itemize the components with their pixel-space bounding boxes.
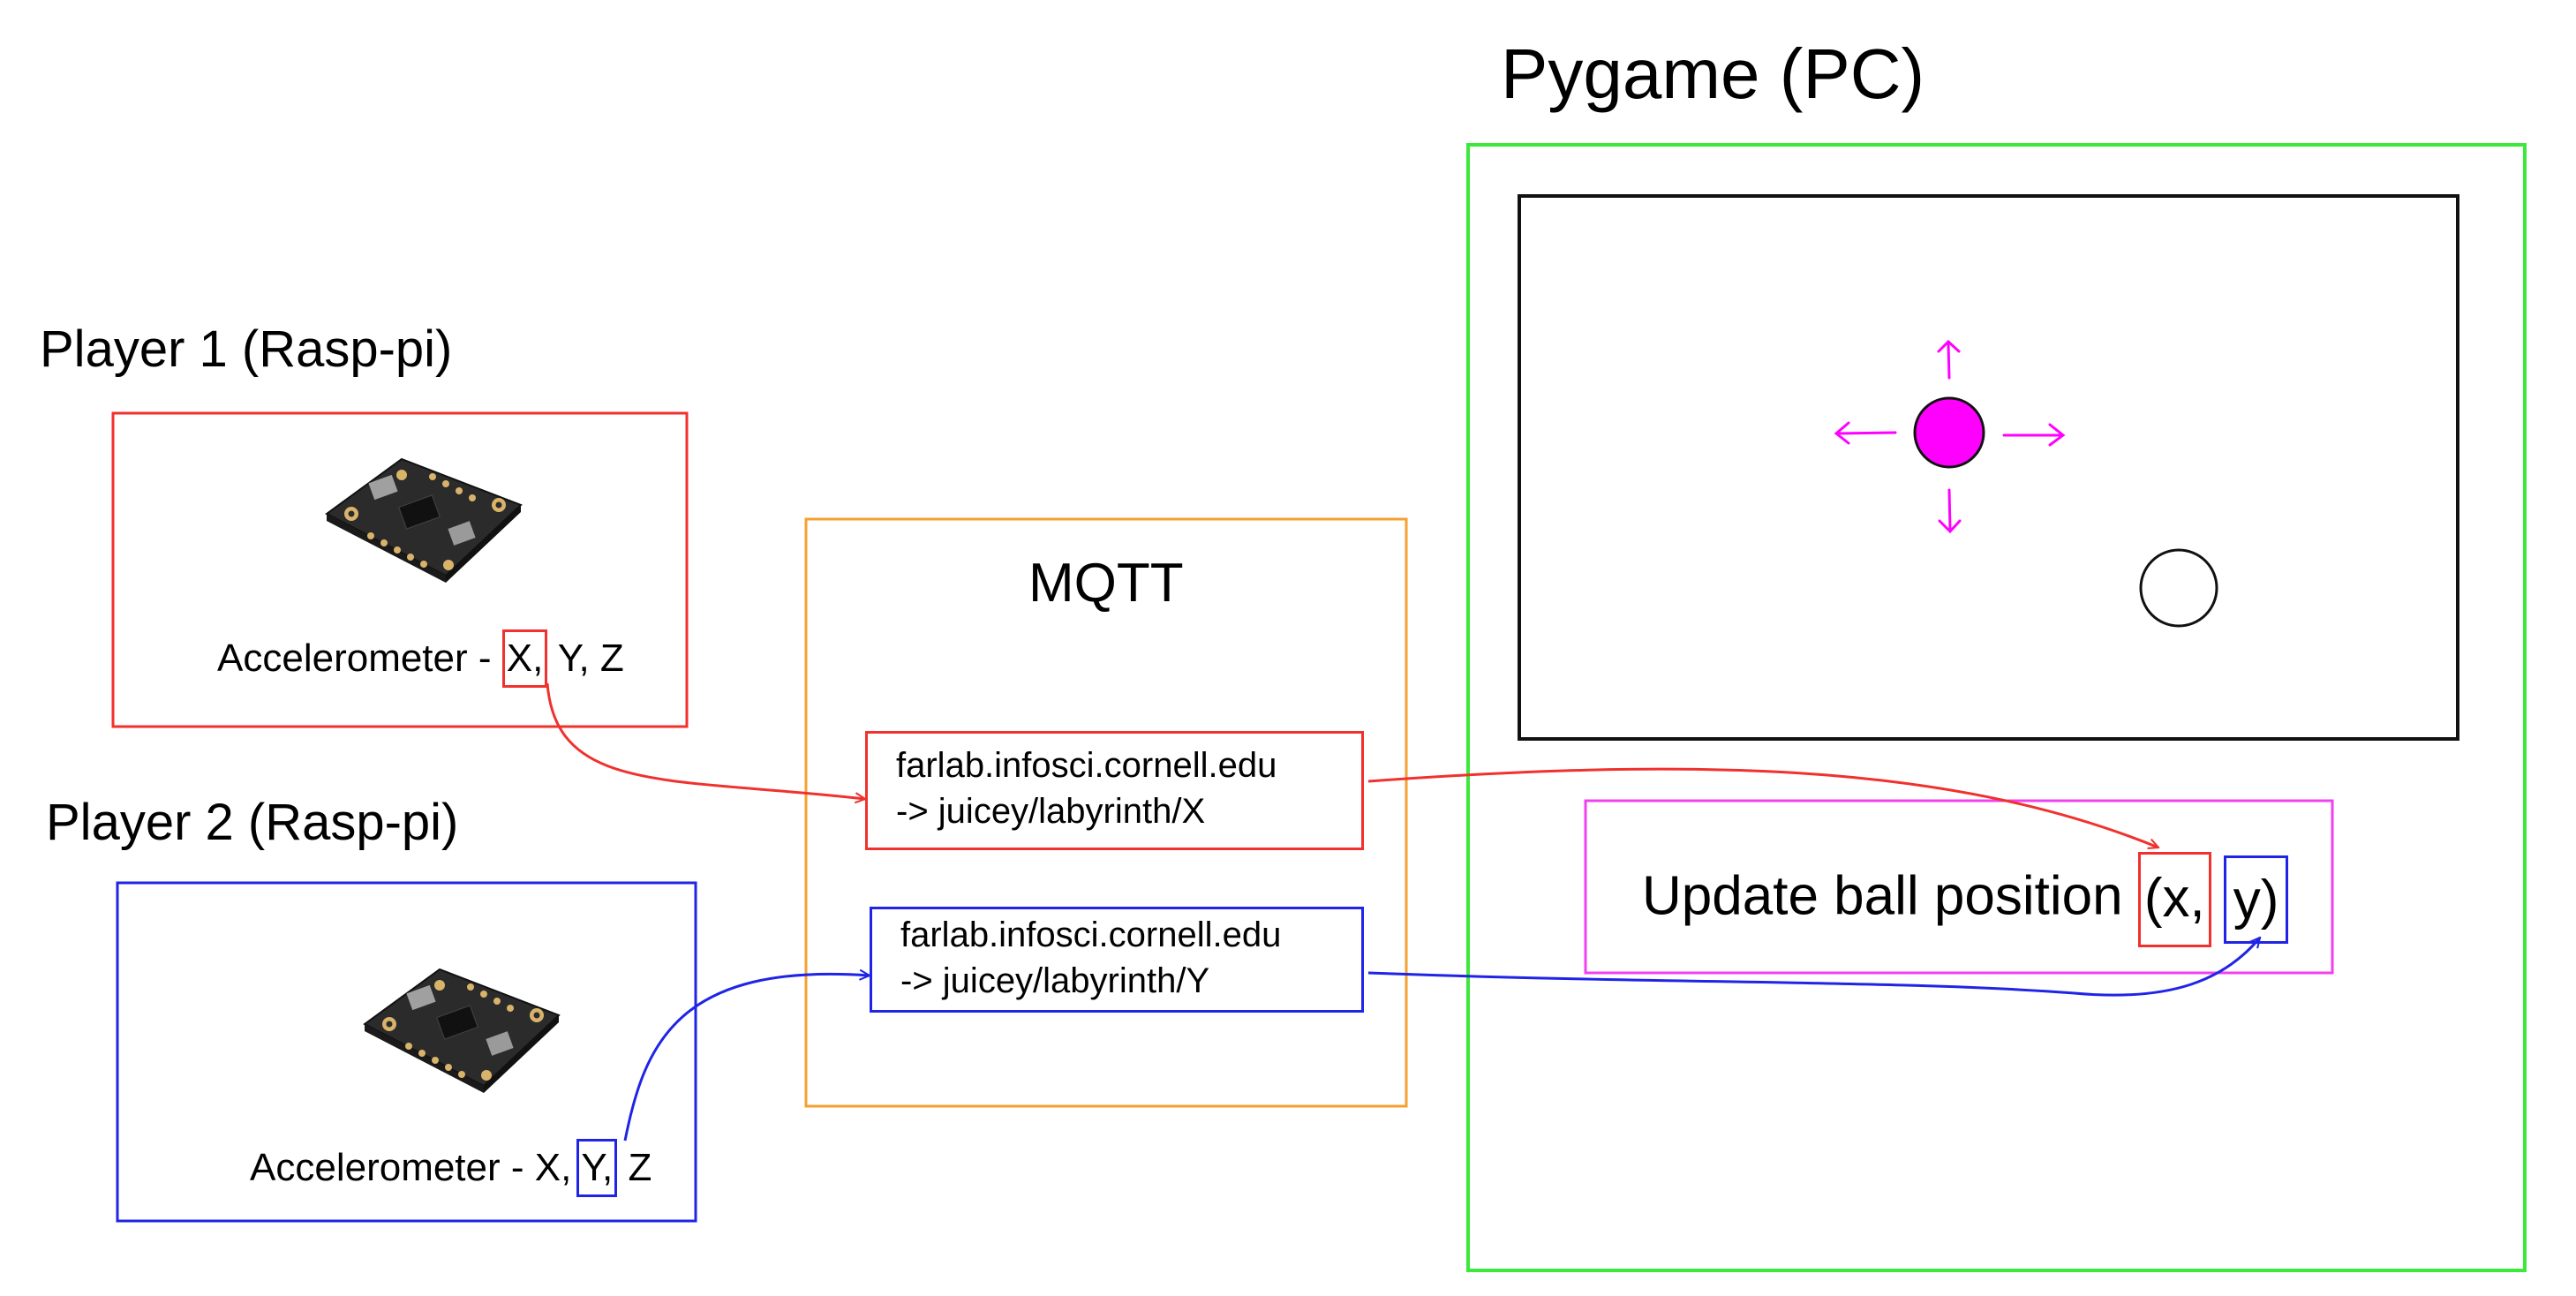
player2-accelerometer-label: Accelerometer - X,Y, Z: [250, 1139, 652, 1197]
arrow-left-icon: [1834, 421, 1897, 445]
mqtt-title: MQTT: [1028, 553, 1184, 614]
pygame-box: [1466, 143, 2527, 1272]
update-text: Update ball position: [1642, 865, 2138, 927]
game-window: [1518, 194, 2459, 741]
topic-x-host: farlab.infosci.cornell.edu: [896, 746, 1277, 785]
axis-y-highlight: Y,: [576, 1139, 618, 1197]
mqtt-topic-y: farlab.infosci.cornell.edu -> juicey/lab…: [870, 907, 1364, 1013]
accelerometer-prefix: Accelerometer -: [217, 637, 502, 680]
axis-z: Z: [617, 1146, 652, 1189]
arrow-right-icon: [2002, 423, 2066, 447]
connector-mqtt-y-to-pygame: [1367, 938, 2260, 997]
player1-accelerometer-label: Accelerometer - X, Y, Z: [217, 629, 624, 688]
player1-title: Player 1 (Rasp-pi): [40, 320, 453, 378]
connector-p1-x-to-mqtt: [546, 682, 865, 799]
arrow-up-icon: [1937, 339, 1961, 380]
mqtt-topic-x: farlab.infosci.cornell.edu -> juicey/lab…: [865, 731, 1364, 850]
connector-mqtt-x-to-pygame: [1367, 767, 2158, 848]
topic-x-path: -> juicey/labyrinth/X: [896, 792, 1206, 831]
pygame-title: Pygame (PC): [1501, 34, 1925, 113]
topic-y-path: -> juicey/labyrinth/Y: [900, 961, 1210, 1000]
update-box: [1584, 799, 2334, 975]
axis-x-highlight: X,: [501, 629, 548, 688]
x-coordinate-highlight: (x,: [2137, 852, 2211, 947]
axis-y: Y,: [547, 637, 590, 680]
axis-z: Z: [589, 637, 624, 680]
hole-icon: [2139, 548, 2218, 628]
player1-box: [111, 411, 689, 728]
connector-p2-y-to-mqtt: [623, 974, 870, 1142]
player2-box: [116, 881, 697, 1223]
update-ball-position-label: Update ball position (x,y): [1642, 852, 2289, 947]
accelerometer-board-icon: [363, 968, 561, 1093]
player2-title: Player 2 (Rasp-pi): [46, 794, 459, 851]
ball-icon: [1913, 396, 1985, 469]
y-coordinate-highlight: y): [2223, 855, 2289, 944]
topic-y-host: farlab.infosci.cornell.edu: [900, 915, 1282, 954]
axis-x: X,: [534, 1146, 572, 1189]
mqtt-box: [804, 517, 1408, 1108]
accelerometer-prefix: Accelerometer -: [250, 1146, 535, 1189]
accelerometer-board-icon: [325, 457, 523, 583]
arrow-down-icon: [1938, 488, 1962, 534]
